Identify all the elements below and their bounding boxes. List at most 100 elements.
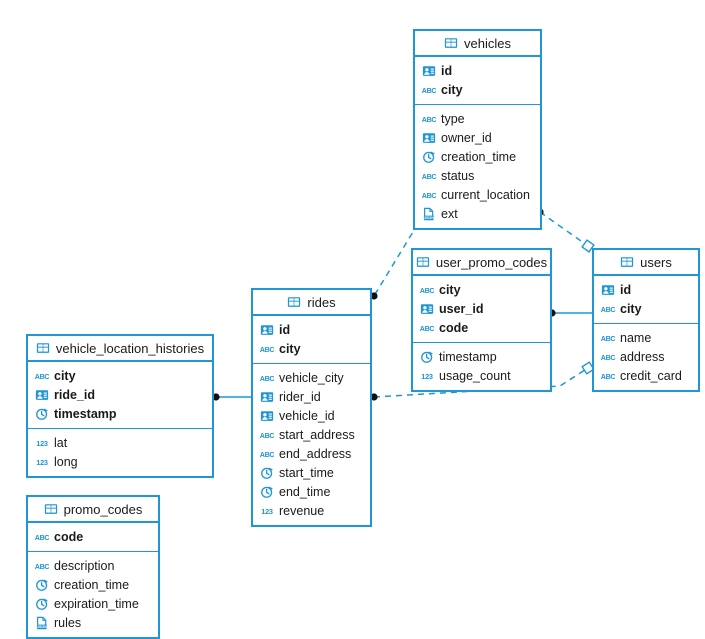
table-icon	[444, 36, 458, 50]
svg-text:JSON: JSON	[424, 215, 434, 219]
table-header[interactable]: vehicles	[415, 31, 540, 57]
column-name: credit_card	[620, 368, 682, 383]
column-name: creation_time	[441, 149, 517, 164]
column-row[interactable]: ABC city	[415, 80, 540, 99]
column-name: expiration_time	[54, 596, 139, 611]
column-row[interactable]: creation_time	[415, 147, 540, 166]
table-icon	[620, 255, 634, 269]
column-name: city	[441, 82, 463, 97]
column-row[interactable]: timestamp	[413, 347, 550, 366]
key-id-icon	[601, 283, 615, 297]
abc-text-icon: ABC	[601, 331, 615, 345]
svg-text:ABC: ABC	[35, 533, 49, 541]
svg-text:ABC: ABC	[601, 334, 615, 342]
column-row[interactable]: owner_id	[415, 128, 540, 147]
column-row[interactable]: user_id	[413, 299, 550, 318]
abc-text-icon: ABC	[420, 321, 434, 335]
column-row[interactable]: ABC address	[594, 347, 698, 366]
column-row[interactable]: end_time	[253, 482, 370, 501]
clock-icon	[35, 597, 49, 611]
svg-text:ABC: ABC	[260, 431, 274, 439]
svg-text:ABC: ABC	[422, 172, 436, 180]
column-row[interactable]: ride_id	[28, 385, 212, 404]
column-row[interactable]: ABC type	[415, 109, 540, 128]
table-title: vehicles	[464, 35, 511, 51]
column-name: city	[54, 368, 76, 383]
table-header[interactable]: user_promo_codes	[413, 250, 550, 276]
table-header[interactable]: users	[594, 250, 698, 276]
table-title: user_promo_codes	[435, 254, 548, 270]
column-row[interactable]: timestamp	[28, 404, 212, 423]
table-header[interactable]: rides	[253, 290, 370, 316]
column-row[interactable]: JSON ext	[415, 204, 540, 223]
table-icon	[36, 341, 50, 355]
clock-icon	[35, 407, 49, 421]
abc-text-icon: ABC	[420, 283, 434, 297]
column-row[interactable]: ABC city	[413, 280, 550, 299]
abc-text-icon: ABC	[422, 112, 436, 126]
column-row[interactable]: start_time	[253, 463, 370, 482]
abc-text-icon: ABC	[260, 447, 274, 461]
column-row[interactable]: rider_id	[253, 387, 370, 406]
column-row[interactable]: ABC name	[594, 328, 698, 347]
column-name: vehicle_id	[279, 408, 335, 423]
column-row[interactable]: id	[594, 280, 698, 299]
table-header[interactable]: vehicle_location_histories	[28, 336, 212, 362]
column-row[interactable]: creation_time	[28, 575, 158, 594]
column-name: address	[620, 349, 665, 364]
column-name: name	[620, 330, 652, 345]
column-row[interactable]: expiration_time	[28, 594, 158, 613]
column-name: timestamp	[439, 349, 497, 364]
key-id-icon	[260, 390, 274, 404]
column-name: id	[620, 282, 632, 297]
key-id-icon	[422, 64, 436, 78]
column-name: type	[441, 111, 465, 126]
key-id-icon	[422, 131, 436, 145]
column-name: creation_time	[54, 577, 130, 592]
column-row[interactable]: id	[253, 320, 370, 339]
column-row[interactable]: id	[415, 61, 540, 80]
column-name: city	[620, 301, 642, 316]
column-name: city	[439, 282, 461, 297]
svg-text:ABC: ABC	[260, 345, 274, 353]
table-header[interactable]: promo_codes	[28, 497, 158, 523]
table-title: promo_codes	[63, 501, 143, 517]
abc-text-icon: ABC	[422, 83, 436, 97]
column-row[interactable]: vehicle_id	[253, 406, 370, 425]
column-name: ext	[441, 206, 458, 221]
json-icon: JSON	[422, 207, 436, 221]
abc-text-icon: ABC	[601, 350, 615, 364]
